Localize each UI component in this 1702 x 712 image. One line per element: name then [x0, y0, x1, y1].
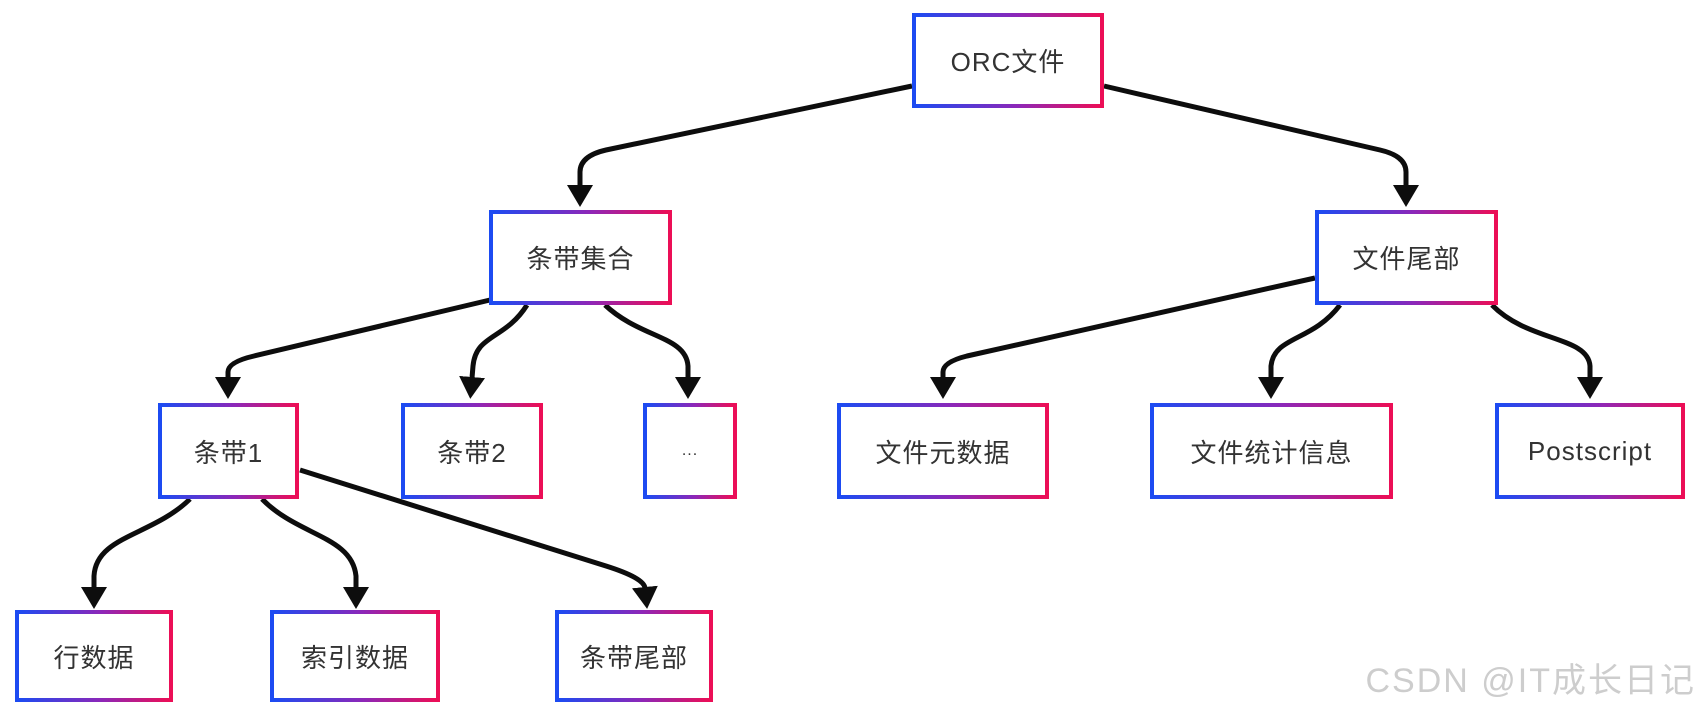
edge-stripe-1-to-index-data: [260, 497, 369, 609]
node-postscript: Postscript: [1495, 403, 1685, 499]
edge-orc-file-to-stripe-set: [567, 83, 913, 207]
edges: [81, 83, 1603, 609]
edge-file-footer-to-file-metadata: [930, 275, 1316, 399]
node-stripe-2: 条带2: [401, 403, 543, 499]
node-stripe-footer: 条带尾部: [555, 610, 713, 702]
edge-orc-file-to-file-footer: [1103, 83, 1419, 207]
edge-stripe-set-to-stripe-2: [459, 303, 530, 399]
edge-stripe-set-to-more-stripes: [603, 303, 701, 399]
node-index-data: 索引数据: [270, 610, 440, 702]
node-orc-file: ORC文件: [912, 13, 1104, 108]
edge-file-footer-to-file-statistics: [1258, 303, 1342, 399]
node-file-metadata: 文件元数据: [837, 403, 1049, 499]
node-more-stripes: ...: [643, 403, 737, 499]
watermark: CSDN @IT成长日记: [1365, 662, 1696, 700]
edge-stripe-1-to-row-data: [81, 497, 192, 609]
node-row-data: 行数据: [15, 610, 173, 702]
node-file-statistics: 文件统计信息: [1150, 403, 1393, 499]
node-file-footer: 文件尾部: [1315, 210, 1498, 305]
edge-stripe-set-to-stripe-1: [215, 297, 491, 399]
edge-file-footer-to-postscript: [1490, 303, 1603, 399]
node-stripe-set: 条带集合: [489, 210, 672, 305]
node-stripe-1: 条带1: [158, 403, 299, 499]
